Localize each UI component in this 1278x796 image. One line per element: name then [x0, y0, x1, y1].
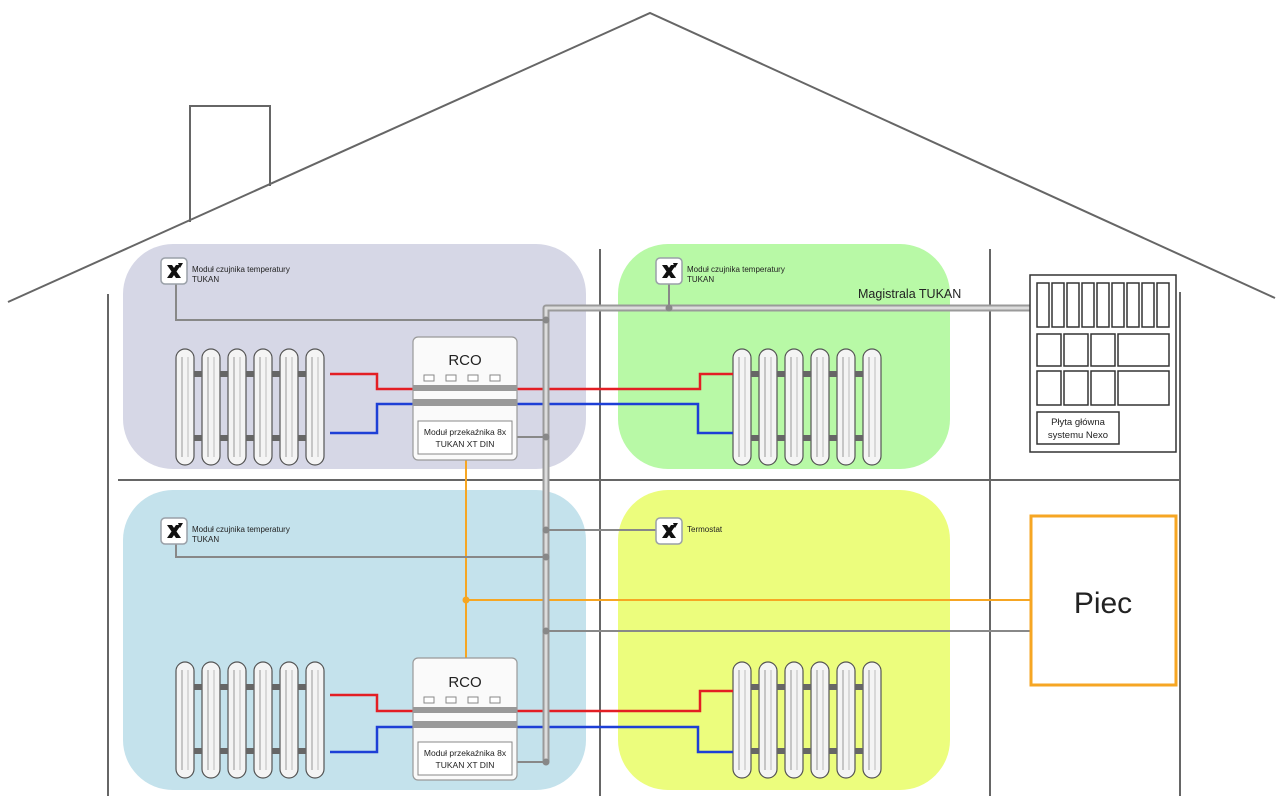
rco-label-bottom: RCO: [448, 674, 481, 691]
bus-wire: [175, 282, 1030, 763]
x-logo-icon: [655, 517, 683, 545]
boiler-box: [1029, 514, 1178, 687]
board-label-2: systemu Nexo: [1048, 430, 1108, 441]
rco-label-top: RCO: [448, 352, 481, 369]
thermostat-label: Termostat: [687, 525, 723, 534]
rco-unit-top: [412, 336, 518, 461]
sensor-sub-top-left: TUKAN: [192, 275, 219, 284]
hot-pipe-top: [330, 372, 733, 391]
x-logo-icon: [160, 257, 188, 285]
house-outline: [7, 11, 1276, 796]
relay-label-top-2: TUKAN XT DIN: [436, 439, 495, 449]
cold-pipe-top: [330, 402, 733, 435]
board-label-1: Płyta główna: [1051, 417, 1106, 428]
boiler-label: Piec: [1074, 587, 1132, 620]
hot-pipe-bottom: [330, 689, 733, 713]
sensor-label-top-left: Moduł czujnika temperatury: [192, 265, 290, 274]
relay-label-bottom-1: Moduł przekaźnika 8x: [424, 748, 507, 758]
x-logo-icon: [160, 517, 188, 545]
main-bus: [542, 304, 1030, 762]
cold-pipe-bottom: [330, 725, 733, 754]
x-logo-icon: [655, 257, 683, 285]
sensor-sub-top-right: TUKAN: [687, 275, 714, 284]
relay-label-bottom-2: TUKAN XT DIN: [436, 760, 495, 770]
relay-label-top-1: Moduł przekaźnika 8x: [424, 427, 507, 437]
main-board: [1029, 274, 1177, 453]
sensor-label-top-right: Moduł czujnika temperatury: [687, 265, 785, 274]
sensor-label-bottom-left: Moduł czujnika temperatury: [192, 525, 290, 534]
rco-unit-bottom: [412, 657, 518, 781]
bus-junctions: [462, 304, 673, 766]
sensor-sub-bottom-left: TUKAN: [192, 535, 219, 544]
bus-label: Magistrala TUKAN: [858, 287, 961, 301]
